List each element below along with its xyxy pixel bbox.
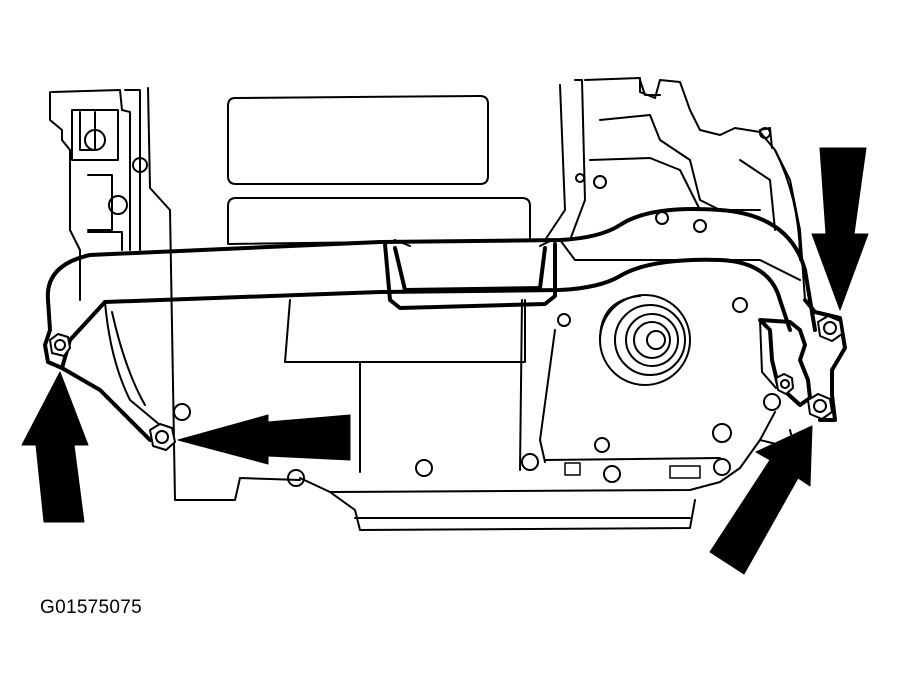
arrow-down-right bbox=[811, 147, 869, 311]
arrow-up-left bbox=[21, 371, 89, 523]
bolt-left-end bbox=[49, 333, 71, 357]
bolt-left-lower bbox=[149, 423, 176, 451]
bolt-right-upper bbox=[817, 315, 843, 342]
arrow-left-center bbox=[177, 414, 351, 465]
bolt-right-lower bbox=[807, 393, 833, 420]
bracket-bolts bbox=[49, 315, 843, 451]
engine-brace-bracket bbox=[43, 207, 847, 442]
figure-id-label: G01575075 bbox=[40, 597, 143, 618]
bolt-right-middle bbox=[775, 373, 794, 395]
engine-block bbox=[49, 77, 811, 531]
callout-arrows bbox=[21, 147, 869, 575]
arrow-up-right-diagonal bbox=[709, 425, 813, 575]
